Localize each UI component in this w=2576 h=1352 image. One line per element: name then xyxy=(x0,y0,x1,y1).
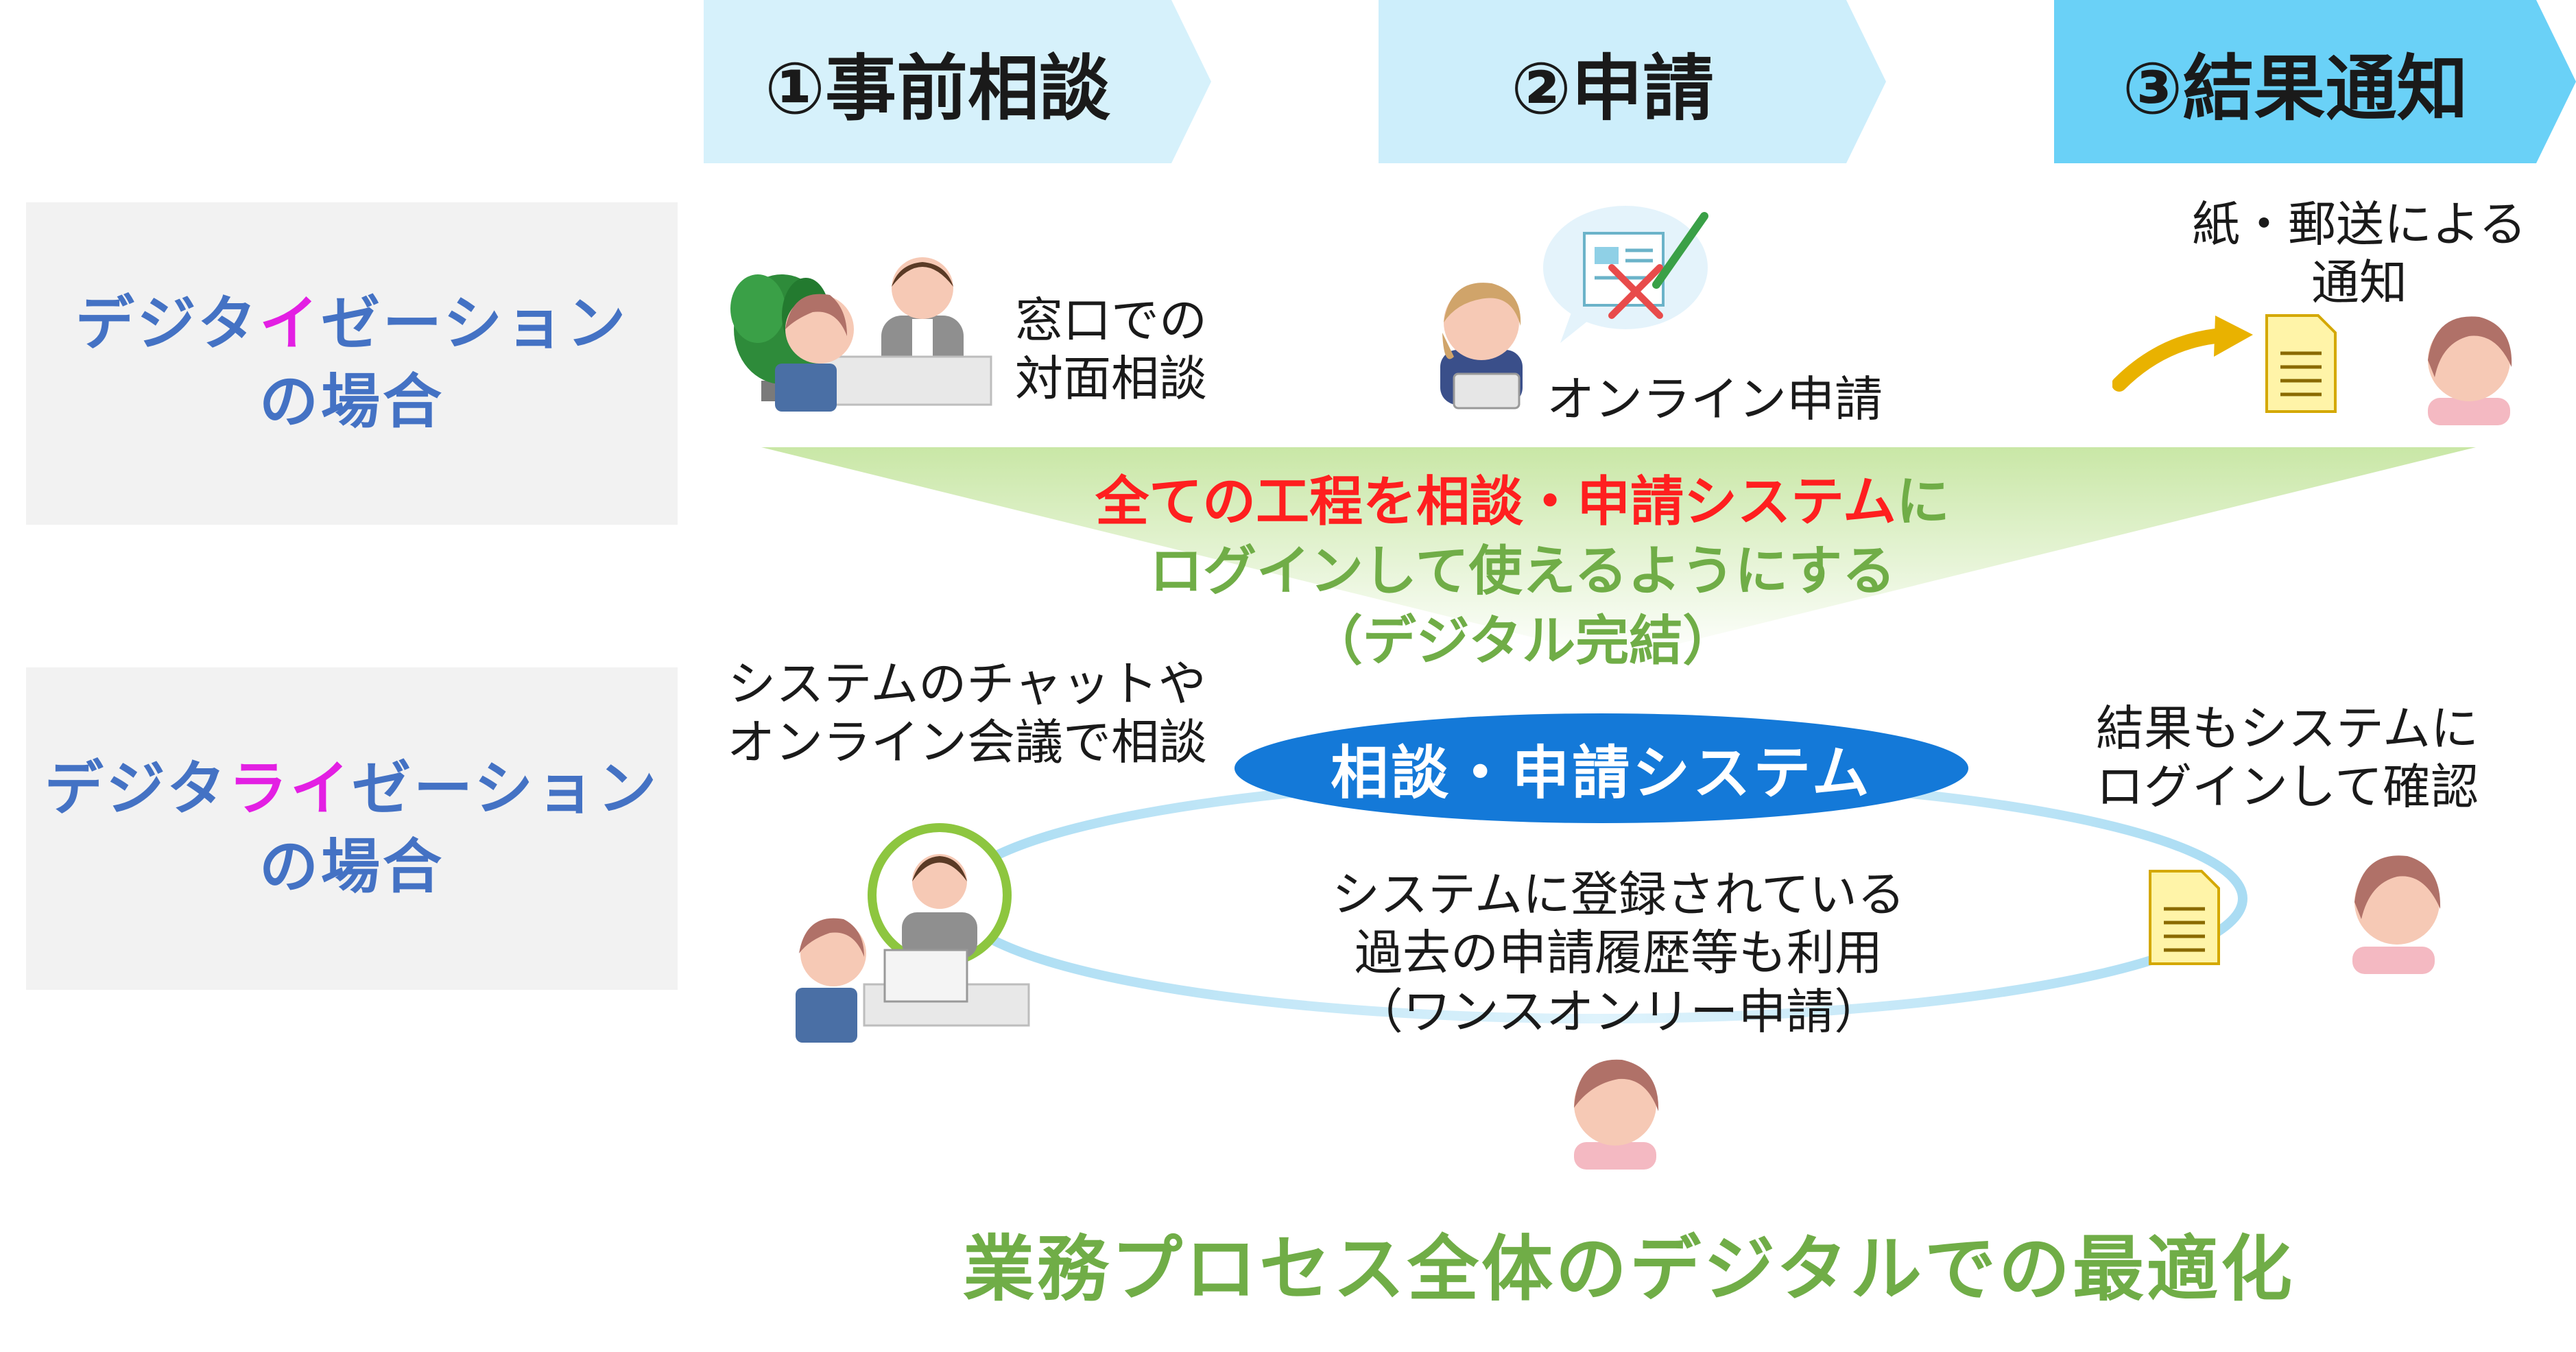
consultation-application-system: 相談・申請システム xyxy=(1235,713,1968,823)
counter-caption-line1: 窓口での xyxy=(1015,292,1207,348)
online-caption: オンライン申請 xyxy=(1547,371,1883,427)
row-label-digitalization: デジタライゼーション の場合 xyxy=(26,667,678,990)
row-label-digitization: デジタイゼーション の場合 xyxy=(26,202,678,525)
funnel-line1: 全ての工程を相談・申請システムに xyxy=(1042,468,2003,537)
visitor-person-icon xyxy=(775,294,854,412)
mail-caption-line1: 紙・郵送による xyxy=(2192,196,2527,252)
mail-caption-line2: 通知 xyxy=(2311,254,2407,311)
result-check-illustration xyxy=(2149,855,2441,974)
paper-document-icon xyxy=(2265,314,2337,413)
chat-caption-line1: システムのチャットや xyxy=(728,656,1206,712)
step-3-notification: ③結果通知 xyxy=(2054,0,2576,163)
once-only-line3: （ワンスオンリー申請） xyxy=(1355,983,1883,1040)
row-label-digitization-line1: デジタイゼーション xyxy=(75,289,629,359)
funnel-line1-tail: に xyxy=(1896,471,1950,533)
row-label-digitalization-line1: デジタライゼーション xyxy=(44,755,660,824)
counter-caption-line2: 対面相談 xyxy=(1015,351,1207,407)
laptop-screen xyxy=(883,949,968,1003)
counter-consultation-illustration xyxy=(730,257,992,412)
online-chat-illustration xyxy=(796,823,1030,1043)
result-caption: 結果もシステムに ログインして確認 xyxy=(2064,700,2510,817)
counter-caption: 窓口での 対面相談 xyxy=(1001,292,1221,409)
step-3-label: ③結果通知 xyxy=(2122,46,2468,130)
system-label: 相談・申請システム xyxy=(1331,739,1872,807)
footer-message: 業務プロセス全体のデジタルでの最適化 xyxy=(963,1227,2295,1311)
once-only-caption: システムに登録されている 過去の申請履歴等も利用 （ワンスオンリー申請） xyxy=(1289,866,1948,1041)
applicant-person-illustration xyxy=(1574,1059,1659,1170)
funnel-line3: （デジタル完結） xyxy=(1309,610,1737,672)
chat-user-person-icon xyxy=(796,918,866,1043)
result-caption-line2: ログインして確認 xyxy=(2096,759,2479,816)
step-2-label: ②申請 xyxy=(1510,46,1715,130)
once-only-line1: システムに登録されている xyxy=(1332,866,1905,923)
recipient-person-icon xyxy=(2428,316,2512,425)
applicant-person-icon xyxy=(1574,1059,1659,1170)
cross-mark-icon xyxy=(1608,264,1663,319)
video-call-staff-icon xyxy=(868,823,1012,967)
counter-desk xyxy=(818,355,992,406)
pen-icon xyxy=(1652,212,1708,289)
form-document-icon xyxy=(1583,232,1665,307)
step-1-label: ①事前相談 xyxy=(764,46,1111,130)
row-label-digitization-line2: の場合 xyxy=(259,368,444,436)
curved-arrow-icon xyxy=(2112,316,2253,392)
step-2-application: ②申請 xyxy=(1379,0,1886,163)
row-label-digitalization-line2: の場合 xyxy=(259,833,444,901)
funnel-line1-highlight: 全ての工程を相談・申請システム xyxy=(1095,471,1896,533)
result-caption-line1: 結果もシステムに xyxy=(2096,700,2479,757)
mail-caption: 紙・郵送による 通知 xyxy=(2188,195,2531,313)
step-1-consultation: ①事前相談 xyxy=(704,0,1211,163)
result-document-icon xyxy=(2149,870,2220,965)
funnel-message: 全ての工程を相談・申請システムに ログインして使えるようにする （デジタル完結） xyxy=(1042,468,2003,676)
online-application-illustration xyxy=(1440,206,1708,410)
funnel-triangle xyxy=(761,447,2476,659)
once-only-line2: 過去の申請履歴等も利用 xyxy=(1355,925,1883,982)
mail-notification-illustration xyxy=(2112,314,2512,425)
result-person-icon xyxy=(2352,855,2441,974)
chat-caption: システムのチャットや オンライン会議で相談 xyxy=(720,655,1214,772)
chat-caption-line2: オンライン会議で相談 xyxy=(727,714,1207,771)
laptop-person-icon xyxy=(1440,283,1523,410)
funnel-line2: ログインして使えるようにする xyxy=(1149,541,1896,603)
